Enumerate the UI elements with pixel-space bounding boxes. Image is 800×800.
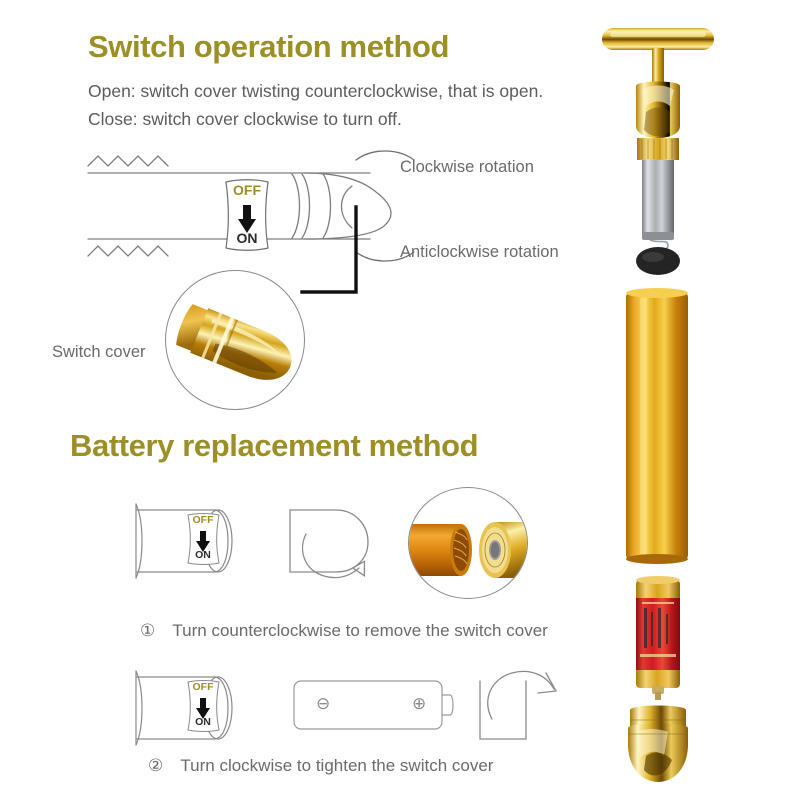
t-bar-head-part xyxy=(602,28,714,275)
rotation-arrowhead-1 xyxy=(351,560,366,578)
tube-end-join-2 xyxy=(213,676,229,740)
tip-inner-contour xyxy=(340,185,353,229)
product-exploded-photo xyxy=(596,20,726,785)
step1-off-label: OFF xyxy=(192,514,214,526)
step2-text: Turn clockwise to tighten the switch cov… xyxy=(180,756,494,775)
clockwise-arc xyxy=(355,150,415,161)
step2-switch-toggle[interactable]: OFF ON xyxy=(181,679,225,733)
step1-text: Turn counterclockwise to remove the swit… xyxy=(172,621,548,640)
switch-cover-photo xyxy=(176,304,292,380)
callout-leader-line xyxy=(300,205,358,294)
switch-cover-cap-part xyxy=(628,705,688,782)
tube-nose-outline xyxy=(304,172,392,240)
switch-device-diagram xyxy=(80,140,600,300)
cover-ring-3 xyxy=(322,173,332,239)
step2-off-label: OFF xyxy=(192,681,214,693)
orange-tube-photo xyxy=(409,524,472,576)
tube-cut-curve-2 xyxy=(135,670,143,746)
down-arrow-icon xyxy=(196,698,210,719)
battery-negative-symbol: ⊖ xyxy=(316,694,331,713)
switch-cover-callout-circle xyxy=(165,270,305,410)
switch-close-instruction: Close: switch cover clockwise to turn of… xyxy=(88,109,402,129)
step2-on-label: ON xyxy=(195,716,211,728)
step1-photo-callout xyxy=(408,487,528,599)
cover-ring-1 xyxy=(291,173,301,239)
switch-on-label: ON xyxy=(236,230,258,246)
down-arrow-icon xyxy=(196,531,210,552)
battery-section-heading: Battery replacement method xyxy=(70,428,479,463)
tube-cut-curve-1 xyxy=(135,503,143,579)
down-arrow-icon xyxy=(238,205,256,233)
step1-number: ① xyxy=(140,621,156,640)
step1-on-label: ON xyxy=(195,549,211,561)
clockwise-rotation-label: Clockwise rotation xyxy=(400,158,534,176)
square-d-shape-2 xyxy=(479,680,527,740)
gold-cap-photo xyxy=(479,522,527,578)
switch-off-label: OFF xyxy=(233,182,261,198)
rotation-arrowhead-2 xyxy=(537,672,558,694)
tube-end-join-1 xyxy=(213,509,229,573)
battery-positive-symbol: ⊕ xyxy=(412,694,427,713)
counterclockwise-arrow-icon xyxy=(282,500,382,586)
step1-switch-toggle[interactable]: OFF ON xyxy=(181,512,225,566)
rotation-arc-2 xyxy=(487,670,555,720)
clockwise-arrow-icon xyxy=(472,663,572,749)
anticlockwise-arc xyxy=(355,251,415,262)
square-d-shape-1 xyxy=(289,509,369,573)
anticlockwise-rotation-label: Anticlockwise rotation xyxy=(400,243,559,261)
switch-open-instruction: Open: switch cover twisting counterclock… xyxy=(88,81,544,101)
switch-section-heading: Switch operation method xyxy=(88,29,450,64)
aa-battery-part xyxy=(636,576,680,700)
step1-caption: ① Turn counterclockwise to remove the sw… xyxy=(140,621,548,641)
switch-cover-label: Switch cover xyxy=(52,343,146,361)
step2-tube-diagram xyxy=(130,663,250,753)
step2-caption: ② Turn clockwise to tighten the switch c… xyxy=(148,756,493,776)
battery-positive-nub xyxy=(442,694,454,716)
cover-ring-2 xyxy=(301,173,311,239)
gold-body-tube-part xyxy=(626,288,688,564)
battery-body-outline xyxy=(293,680,443,730)
zigzag-break-top xyxy=(87,155,169,167)
switch-toggle-label[interactable]: OFF ON xyxy=(216,178,278,252)
zigzag-break-bottom xyxy=(87,245,169,257)
rotation-arc-1 xyxy=(301,533,360,579)
step2-number: ② xyxy=(148,756,164,775)
battery-diagram: ⊖ ⊕ xyxy=(290,673,470,739)
